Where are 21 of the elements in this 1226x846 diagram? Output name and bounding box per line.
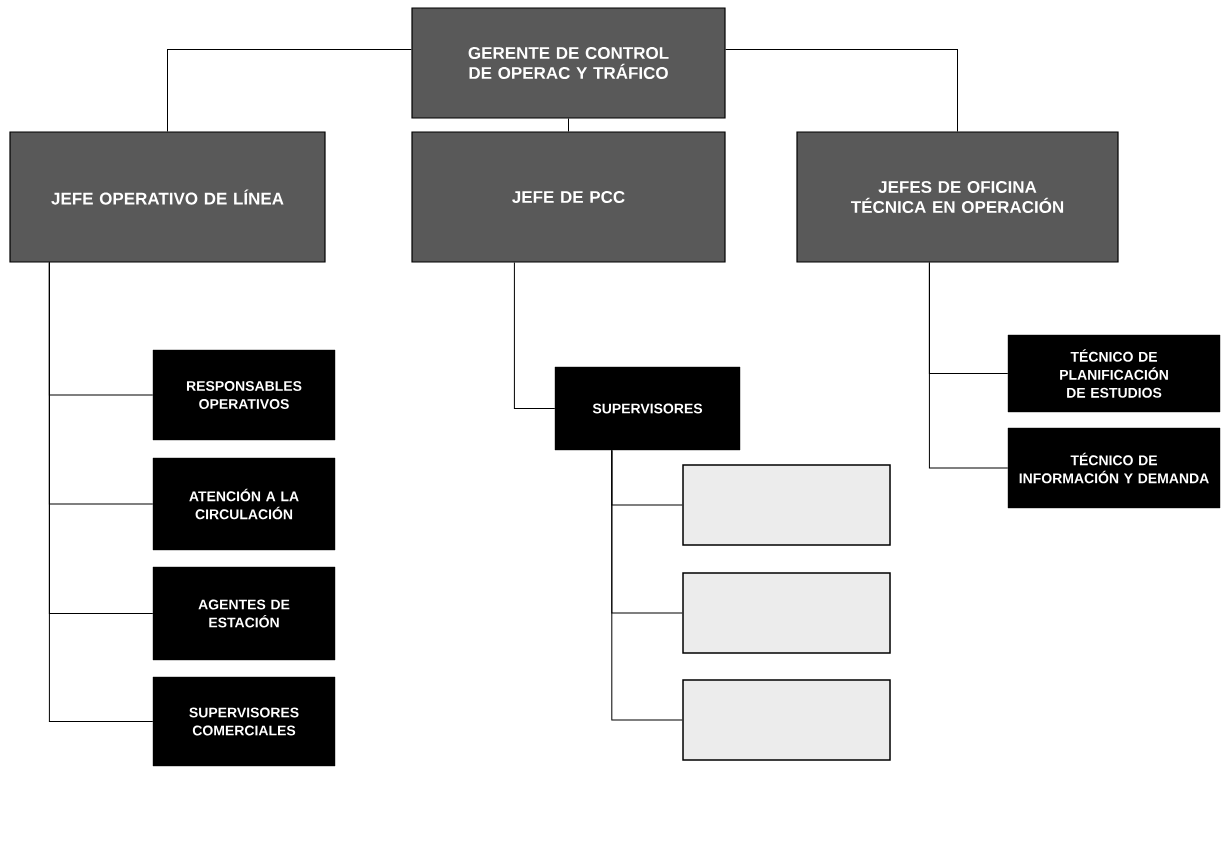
connector-line [611,449,683,721]
connector-line [513,262,556,409]
role-box: JEFE DE PCC [411,131,726,263]
connector-line [725,48,958,132]
connector-line [167,48,412,132]
role-box: RESPONSABLES OPERATIVOS [152,349,336,441]
connector-line [48,262,154,722]
role-box: JEFES DE OFICINA TÉCNICA EN OPERACIÓN [796,131,1119,263]
role-box: SUPERVISORES COMERCIALES [152,676,336,767]
role-box: AGENTES DE ESTACIÓN [152,566,336,661]
role-box: TÉCNICO DE INFORMACIÓN Y DEMANDA [1007,427,1221,509]
connector-line [928,262,1009,469]
connector-line [568,118,569,132]
empty-box [682,572,891,654]
role-box: GERENTE DE CONTROL DE OPERAC Y TRÁFICO [411,7,726,119]
role-box: ATENCIÓN A LA CIRCULACIÓN [152,457,336,551]
empty-box [682,679,891,761]
role-box: SUPERVISORES [554,366,741,451]
empty-box [682,464,891,546]
role-box: JEFE OPERATIVO DE LÍNEA [9,131,326,263]
role-box: TÉCNICO DE PLANIFICACIÓN DE ESTUDIOS [1007,334,1221,413]
